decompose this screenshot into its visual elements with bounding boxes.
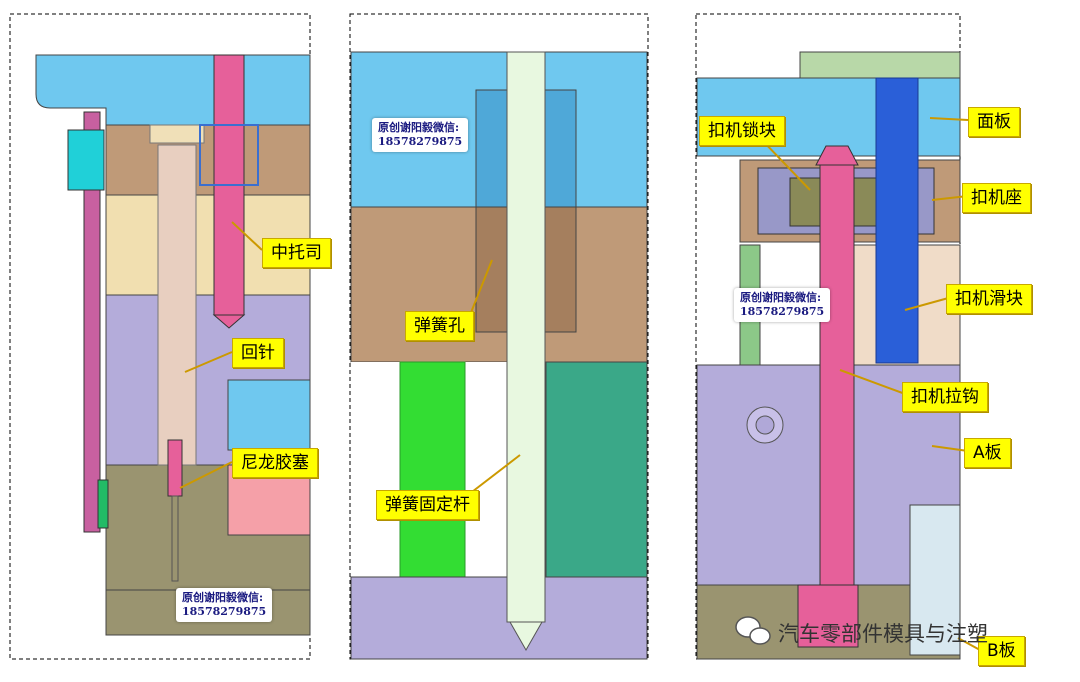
panel-1-blue-insert xyxy=(227,379,311,451)
panel-3-screw-inner xyxy=(755,415,775,435)
watermark-line-2: 18578279875 xyxy=(378,135,463,148)
return-pin-head xyxy=(149,124,205,144)
label-kou-ji-hua-kuai: 扣机滑块 xyxy=(946,284,1032,314)
panel-3-latch-view xyxy=(695,13,961,660)
panel-2-green-block xyxy=(545,361,648,578)
label-ni-long-jiao-sai: 尼龙胶塞 xyxy=(232,448,318,478)
leader-lines xyxy=(179,117,981,651)
label-tan-huang-gu-ding-gan: 弹簧固定杆 xyxy=(376,490,479,520)
spring-left xyxy=(399,361,466,578)
panel-1-top-plate xyxy=(35,54,311,126)
panel-2-spring-view xyxy=(349,13,649,660)
leader-zhong-tuo-si xyxy=(231,221,263,251)
spring-fixed-rod-tip xyxy=(509,621,543,652)
panel-1-side-green xyxy=(97,479,109,529)
support-pin-tip xyxy=(212,314,246,329)
leader-kou-ji-hua-kuai xyxy=(904,296,953,311)
watermark-line-1: 原创谢阳毅微信: xyxy=(378,121,460,134)
watermark-line-2: 18578279875 xyxy=(740,305,825,318)
watermark-panel-3: 原创谢阳毅微信: 18578279875 xyxy=(734,288,831,322)
label-kou-ji-la-gou: 扣机拉钩 xyxy=(902,382,988,412)
leader-mian-ban xyxy=(929,117,969,121)
label-kou-ji-suo-kuai: 扣机锁块 xyxy=(699,116,785,146)
spring-fixed-rod xyxy=(506,51,546,623)
watermark-line-1: 原创谢阳毅微信: xyxy=(740,291,822,304)
panel-2-purple-plate xyxy=(350,576,648,660)
panel-1-frame xyxy=(9,13,311,660)
label-hui-zhen: 回针 xyxy=(232,338,284,368)
latch-hook xyxy=(819,164,855,586)
watermark-line-2: 18578279875 xyxy=(182,605,267,618)
wechat-icon xyxy=(735,616,771,645)
watermark-panel-1: 原创谢阳毅微信: 18578279875 xyxy=(176,588,273,622)
latch-hook-foot xyxy=(797,584,859,648)
label-b-ban: B板 xyxy=(978,636,1025,666)
watermark-line-1: 原创谢阳毅微信: xyxy=(182,591,264,604)
panel-1-return-pin-view xyxy=(9,13,311,660)
leader-kou-ji-suo-kuai xyxy=(759,137,811,191)
brand-text: 汽车零部件模具与注塑 xyxy=(778,622,988,646)
leader-a-ban xyxy=(931,445,969,452)
label-tan-huang-kong: 弹簧孔 xyxy=(405,311,474,341)
label-mian-ban: 面板 xyxy=(968,107,1020,137)
leader-ni-long-jiao-sai xyxy=(179,461,233,489)
label-zhong-tuo-si: 中托司 xyxy=(262,238,331,268)
panel-1-side-rod xyxy=(83,111,101,533)
watermark-panel-2: 原创谢阳毅微信: 18578279875 xyxy=(372,118,469,152)
nylon-plug-tip xyxy=(171,495,179,582)
return-pin xyxy=(157,144,197,466)
support-bushing xyxy=(199,124,259,186)
leader-hui-zhen xyxy=(184,351,233,373)
leader-kou-ji-la-gou xyxy=(839,369,909,396)
latch-hook-head xyxy=(815,145,859,166)
label-kou-ji-zuo: 扣机座 xyxy=(962,183,1031,213)
label-a-ban: A板 xyxy=(964,438,1011,468)
leader-tan-huang-gu-ding-gan xyxy=(467,454,521,496)
latch-slider xyxy=(875,77,919,364)
panel-1-side-cyan xyxy=(67,129,105,191)
panel-3-top-rail xyxy=(799,51,961,79)
panel-3-right-blocks xyxy=(909,504,961,656)
leader-tan-huang-kong xyxy=(469,259,493,316)
leader-b-ban xyxy=(957,637,981,651)
